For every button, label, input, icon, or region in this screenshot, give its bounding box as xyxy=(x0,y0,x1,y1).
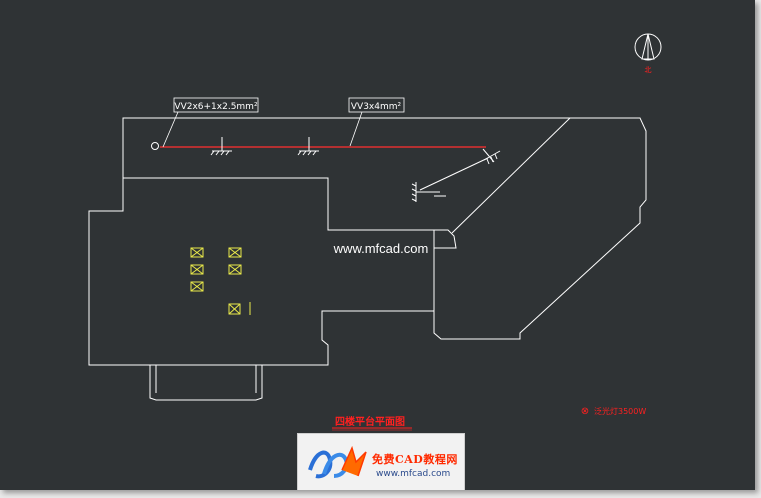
legend-symbol-icon: ⊗ xyxy=(581,406,589,417)
cable-fixture-1 xyxy=(210,137,232,156)
wall-fixture xyxy=(411,157,489,202)
cad-viewport: VV2x6+1x2.5mm² VV3x4mm² www.mfcad.com 北 … xyxy=(0,0,755,490)
cable-fixture-2 xyxy=(297,137,319,156)
logo-brand-text: 免费CAD教程网 xyxy=(372,453,458,466)
building-outline xyxy=(122,117,647,340)
lower-block-outline xyxy=(88,178,435,366)
cable-label-1-box xyxy=(173,97,259,113)
fixture-box xyxy=(228,264,242,275)
fixture-box xyxy=(190,247,204,258)
cable-label-1-leader xyxy=(162,111,179,148)
cable-label-2-box xyxy=(348,97,405,113)
site-logo-box: 免费CAD教程网 www.mfcad.com xyxy=(297,433,465,490)
north-arrow-label: 北 xyxy=(645,66,652,74)
diagonal-wall xyxy=(451,117,571,234)
cable-start-node xyxy=(151,142,159,150)
cable-label-2-leader xyxy=(349,111,363,147)
yellow-fixture-group xyxy=(190,247,251,315)
fixture-box xyxy=(190,281,204,292)
cable-label-1-text: VV2x6+1x2.5mm² xyxy=(174,102,258,112)
floor-plan-drawing: VV2x6+1x2.5mm² VV3x4mm² www.mfcad.com 北 … xyxy=(88,33,662,431)
fixture-box xyxy=(228,247,242,258)
logo-url-text: www.mfcad.com xyxy=(376,469,451,479)
cable-end-fixture xyxy=(482,148,501,165)
fixture-box xyxy=(190,264,204,275)
cable-label-2-text: VV3x4mm² xyxy=(351,102,402,112)
legend-text: 泛光灯3500W xyxy=(594,406,646,416)
north-arrow-icon xyxy=(634,33,662,61)
fixture-box xyxy=(228,303,241,315)
plan-title: 四楼平台平面图 xyxy=(335,415,405,428)
site-logo-icon xyxy=(308,445,367,479)
watermark-text: www.mfcad.com xyxy=(333,241,429,256)
bottom-annex xyxy=(149,365,263,401)
